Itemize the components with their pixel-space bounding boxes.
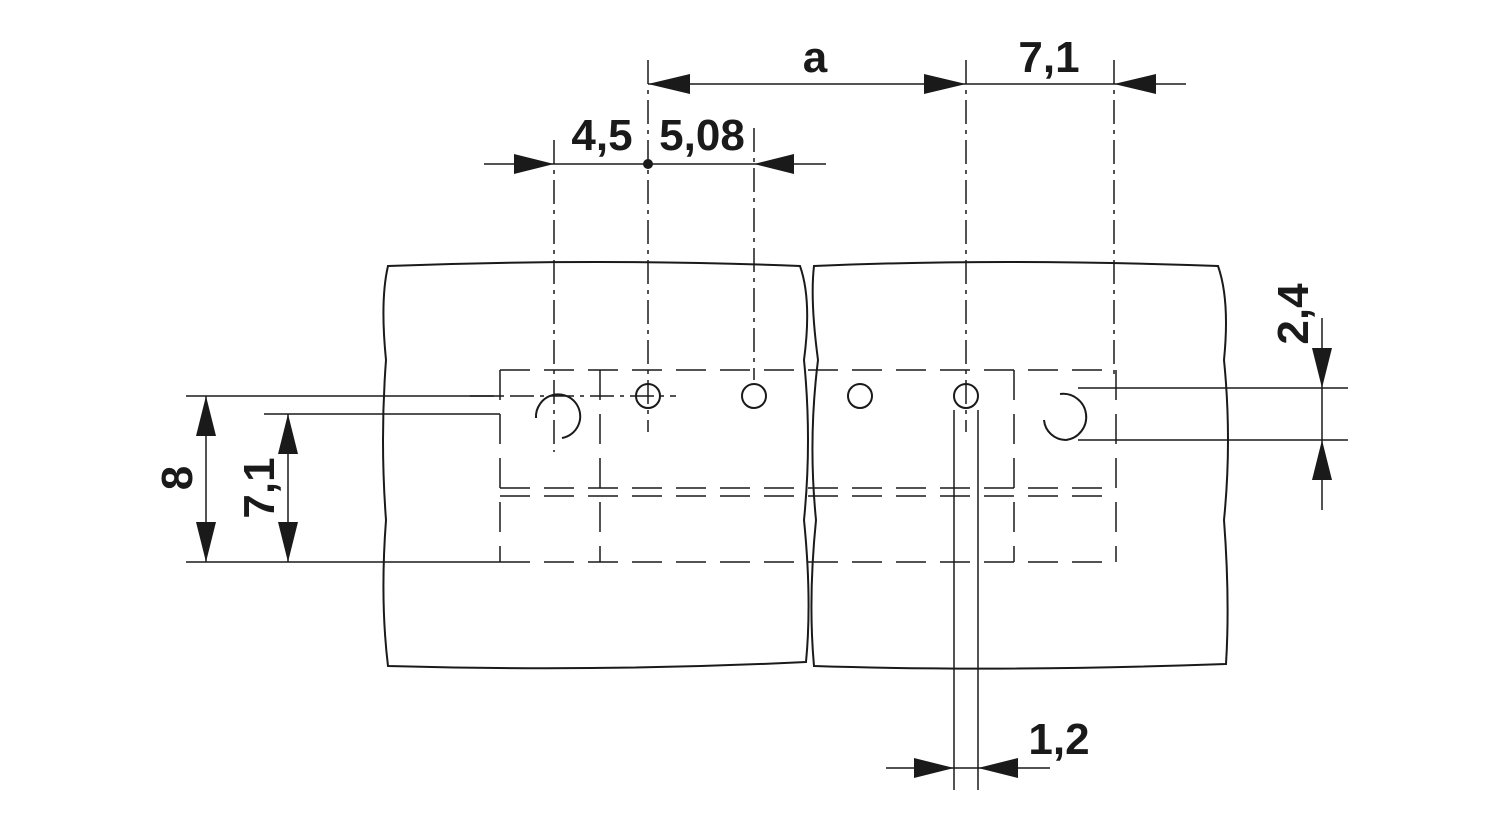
dimension-a: a 7,1 [648, 33, 1186, 94]
centerlines [470, 60, 1115, 452]
dim-label-end-offset: 7,1 [1018, 33, 1079, 82]
pin-hole-3 [847, 383, 873, 409]
dim-label-edge-to-pin: 4,5 [571, 111, 632, 160]
pin-hole-2 [741, 383, 767, 409]
mounting-holes [534, 392, 1088, 442]
mounting-hole-right [1043, 392, 1088, 442]
mounting-hole-left [534, 393, 582, 439]
dimension-height-inner: 7,1 [235, 413, 500, 562]
connector-outline [499, 369, 1117, 563]
dimension-hole-diameter: 2,4 [1078, 283, 1348, 510]
dimension-pitch: 4,5 5,08 [484, 111, 826, 174]
dim-label-pin-pitch: 5,08 [659, 111, 745, 160]
pin-width-lines [953, 410, 979, 790]
dimension-height-outer: 8 [153, 395, 500, 563]
dim-label-height-inner: 7,1 [235, 457, 284, 518]
dim-label-hole-diameter: 2,4 [1269, 283, 1318, 345]
pcb-board-right [810, 261, 1229, 670]
dim-label-height-outer: 8 [153, 466, 202, 490]
dim-label-a: a [803, 33, 828, 82]
pcb-board-left [382, 261, 810, 670]
dim-label-pin-width: 1,2 [1028, 715, 1089, 764]
dimension-pin-width: 1,2 [886, 715, 1090, 778]
